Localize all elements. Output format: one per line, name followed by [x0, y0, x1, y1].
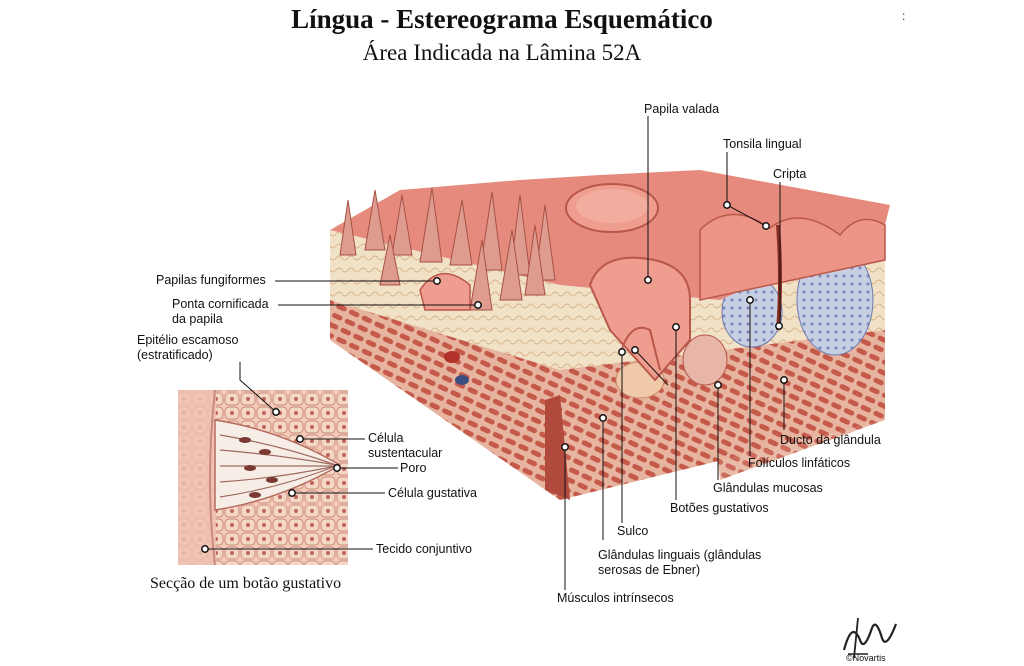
page-subtitle: Área Indicada na Lâmina 52A	[362, 40, 642, 65]
label-papilas-fungiformes: Papilas fungiformes	[156, 273, 266, 287]
copyright-mark: ©Novartis	[846, 653, 886, 663]
page-title: Língua - Estereograma Esquemático	[291, 4, 713, 34]
label-botoes-gustativos: Botões gustativos	[670, 501, 769, 515]
label-glandulas-linguais-1: Glândulas linguais (glândulas	[598, 548, 762, 562]
label-ponta-cornificada-1: Ponta cornificada	[172, 297, 269, 311]
label-celula-gustativa: Célula gustativa	[388, 486, 477, 500]
label-tonsila-lingual: Tonsila lingual	[723, 137, 802, 151]
inset-caption: Secção de um botão gustativo	[150, 575, 342, 592]
label-celula-sustentacular-2: sustentacular	[368, 446, 443, 460]
label-foliculos-linfaticos: Folículos linfáticos	[748, 456, 851, 470]
label-papila-valada: Papila valada	[644, 102, 720, 116]
label-tecido-conjuntivo: Tecido conjuntivo	[376, 542, 472, 556]
artist-signature-logo	[842, 617, 898, 659]
label-cripta: Cripta	[773, 167, 807, 181]
label-musculos-intrinsecos: Músculos intrínsecos	[557, 591, 674, 605]
label-glandulas-mucosas: Glândulas mucosas	[713, 481, 823, 495]
label-epitelio-2: (estratificado)	[137, 348, 213, 362]
label-ducto-glandula: Ducto da glândula	[780, 433, 881, 447]
label-glandulas-linguais-2: serosas de Ebner)	[598, 563, 701, 577]
svg-text::: :	[902, 9, 905, 23]
label-poro: Poro	[400, 461, 427, 475]
label-ponta-cornificada-2: da papila	[172, 312, 223, 326]
label-epitelio-1: Epitélio escamoso	[137, 333, 239, 347]
label-celula-sustentacular-1: Célula	[368, 431, 404, 445]
label-sulco: Sulco	[617, 524, 649, 538]
